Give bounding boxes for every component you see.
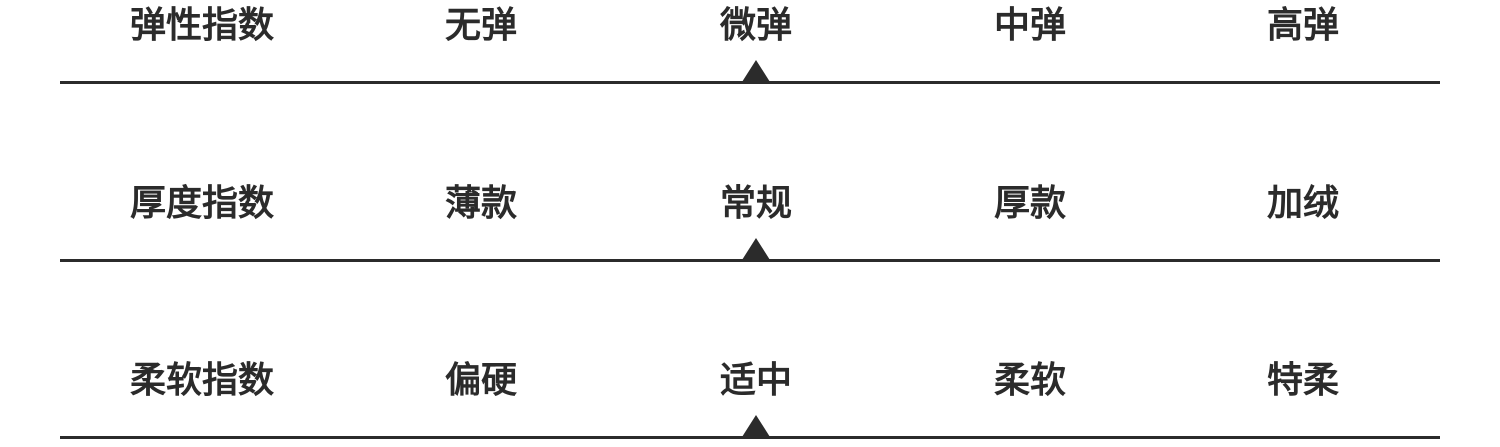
scale-option: 适中 <box>719 360 793 401</box>
scale-option: 偏硬 <box>444 360 518 401</box>
thickness-scale: 厚度指数 薄款 常规 厚款 加绒 <box>0 180 1500 270</box>
scale-line <box>60 81 1440 84</box>
scale-option: 常规 <box>719 183 793 224</box>
softness-scale: 柔软指数 偏硬 适中 柔软 特柔 <box>0 357 1500 447</box>
scale-option: 微弹 <box>719 5 793 46</box>
scale-option: 加绒 <box>1266 183 1340 224</box>
scale-label: 厚度指数 <box>129 183 275 224</box>
scale-option: 厚款 <box>993 183 1067 224</box>
scale-option: 薄款 <box>444 183 518 224</box>
scale-label: 弹性指数 <box>129 5 275 46</box>
scale-option: 特柔 <box>1266 360 1340 401</box>
scale-label: 柔软指数 <box>129 360 275 401</box>
scale-option: 高弹 <box>1266 5 1340 46</box>
scale-option: 中弹 <box>993 5 1067 46</box>
scale-line <box>60 436 1440 439</box>
selection-marker-icon <box>742 238 770 260</box>
elasticity-scale: 弹性指数 无弹 微弹 中弹 高弹 <box>0 2 1500 92</box>
scale-option: 柔软 <box>993 360 1067 401</box>
selection-marker-icon <box>742 60 770 82</box>
scale-line <box>60 259 1440 262</box>
scale-option: 无弹 <box>444 5 518 46</box>
selection-marker-icon <box>742 415 770 437</box>
